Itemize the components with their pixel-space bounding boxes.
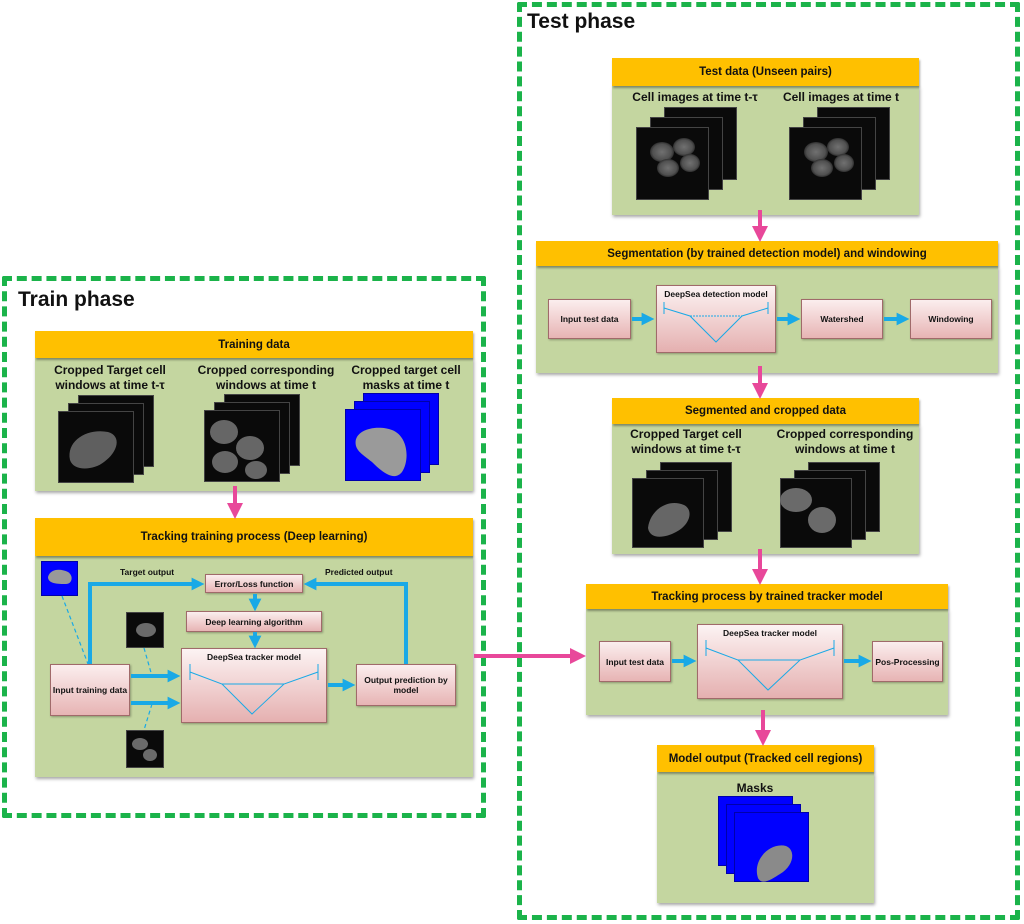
pink-flow-arrows: [227, 210, 771, 746]
training-caption-3b: masks at time t: [362, 378, 450, 392]
test-data-header: Test data (Unseen pairs): [612, 58, 919, 86]
blue-flow-arrows-test: [632, 312, 910, 668]
train-tracker-network-glyph: [189, 664, 319, 715]
tracking-header: Tracking process by trained tracker mode…: [586, 584, 948, 609]
output-mask-cell: [756, 845, 793, 882]
input-training-box: Input training data: [50, 664, 130, 716]
training-cell-1: [69, 431, 117, 469]
deep-learning-algorithm-box: Deep learning algorithm: [186, 611, 322, 632]
test-cells-right: [804, 138, 854, 177]
training-process-header: Tracking training process (Deep learning…: [35, 518, 473, 556]
output-prediction-box: Output prediction by model: [356, 664, 456, 706]
output-caption: Masks: [736, 781, 774, 795]
watershed-box: Watershed: [801, 299, 883, 339]
dashed-connectors: [61, 595, 153, 731]
segmented-header: Segmented and cropped data: [612, 398, 919, 424]
track-input-box: Input test data: [599, 641, 671, 682]
train-phase-frame: [2, 276, 486, 818]
segmented-cell-left: [648, 502, 690, 537]
test-cells-left: [650, 138, 700, 177]
training-cells-2: [210, 420, 267, 479]
training-caption-3a: Cropped target cell: [351, 363, 461, 377]
segmented-cells-right: [780, 488, 836, 533]
segmentation-header: Segmentation (by trained detection model…: [536, 241, 998, 266]
predicted-output-label: Predicted output: [325, 567, 393, 577]
detection-model-label: DeepSea detection model: [664, 289, 768, 299]
train-tracker-model-label: DeepSea tracker model: [206, 652, 302, 662]
test-tracker-network-glyph: [705, 640, 835, 691]
training-caption-2b: windows at time t: [215, 378, 316, 392]
thumb-target-cell: [136, 623, 156, 637]
loss-function-box: Error/Loss function: [205, 574, 303, 593]
test-tracker-model-label: DeepSea tracker model: [722, 628, 818, 638]
segmented-caption-right-1: Cropped corresponding: [776, 427, 914, 441]
thumb-corresponding-cells: [132, 738, 157, 761]
thumb-mask-cell: [48, 569, 72, 584]
training-caption-1b: windows at time t-τ: [55, 378, 165, 392]
test-caption-right: Cell images at time t: [782, 90, 900, 104]
train-phase-title: Train phase: [18, 288, 135, 311]
segmented-caption-left-2: windows at time t-τ: [631, 442, 741, 456]
training-caption-1a: Cropped Target cell: [54, 363, 166, 377]
seg-input-box: Input test data: [548, 299, 631, 339]
detection-network-glyph: [663, 302, 769, 343]
train-tracker-model-box: DeepSea tracker model: [181, 648, 327, 723]
segmented-caption-right-2: windows at time t: [794, 442, 895, 456]
blue-flow-arrows-train: [88, 577, 408, 710]
post-processing-box: Pos-Processing: [872, 641, 943, 682]
output-header: Model output (Tracked cell regions): [657, 745, 874, 772]
target-output-label: Target output: [120, 567, 175, 577]
training-mask-cell: [355, 427, 407, 477]
training-caption-2a: Cropped corresponding: [197, 363, 335, 377]
windowing-box: Windowing: [910, 299, 992, 339]
test-phase-frame: [517, 2, 1020, 920]
test-caption-left: Cell images at time t-τ: [632, 90, 758, 104]
training-data-header: Training data: [35, 331, 473, 358]
segmented-caption-left-1: Cropped Target cell: [630, 427, 742, 441]
test-phase-title: Test phase: [527, 10, 636, 33]
test-tracker-model-box: DeepSea tracker model: [697, 624, 843, 699]
